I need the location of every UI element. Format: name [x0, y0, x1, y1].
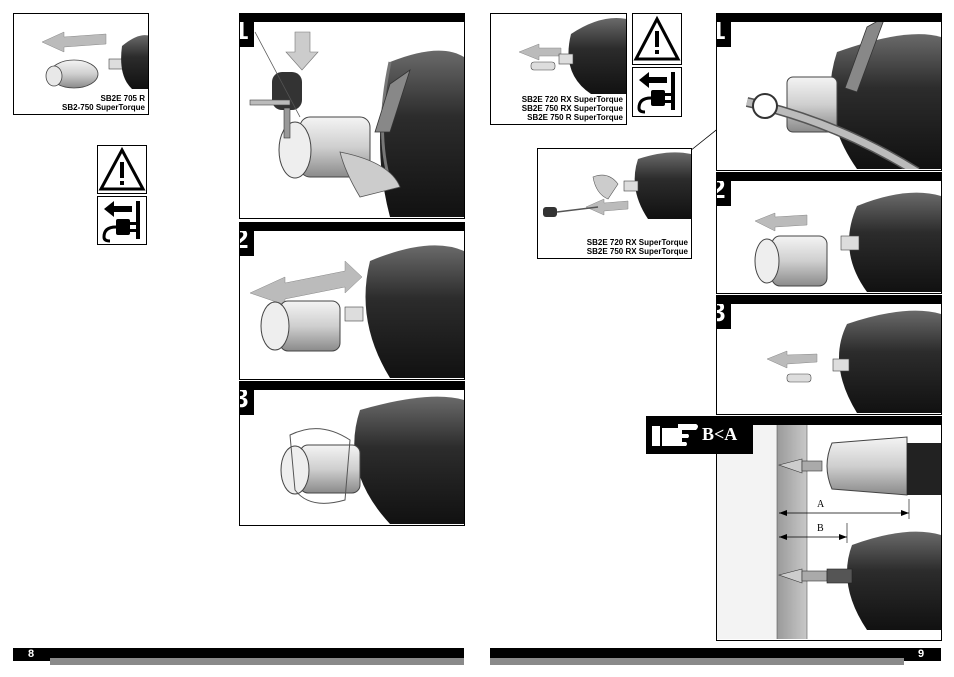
unplug-icon	[637, 72, 675, 114]
drill-chuck-illustration	[41, 31, 148, 89]
step-number: 3	[717, 304, 731, 329]
model-caption: SB2E 720 RX SuperTorque SB2E 750 RX Supe…	[586, 238, 688, 256]
dimension-label-b: B	[817, 523, 824, 534]
step-number: 1	[717, 22, 731, 47]
dimension-label-a: A	[817, 499, 825, 510]
double-arrow-graphic	[249, 260, 363, 306]
chuck-key-loosening-illustration	[249, 31, 464, 217]
footer-stripe	[490, 658, 904, 665]
chuck-unscrewing-illustration	[280, 396, 464, 524]
footer-stripe	[50, 658, 464, 665]
pointing-hand-icon	[652, 424, 698, 446]
tip-badge: B<A	[646, 416, 753, 454]
step-number: 1	[240, 22, 254, 47]
step-number: 2	[240, 231, 254, 256]
left-step-3-figure: 3	[239, 381, 465, 526]
warning-icon-box	[632, 13, 682, 65]
tip-text: B<A	[702, 424, 738, 444]
warning-icon-box	[97, 145, 147, 194]
step-number: 3	[240, 390, 254, 415]
drill-bit-insert-illustration	[518, 18, 626, 94]
bit-holder-overview-figure: SB2E 720 RX SuperTorque SB2E 750 RX Supe…	[490, 13, 627, 125]
screw-removal-illustration	[543, 152, 691, 219]
warning-icon	[633, 15, 681, 61]
double-arrow-graphic	[41, 31, 107, 53]
screw-depth-diagram	[717, 425, 941, 639]
wood-board	[777, 425, 807, 639]
right-step-1-figure: 1	[716, 13, 942, 171]
bit-holder-detail-figure: SB2E 720 RX SuperTorque SB2E 750 RX Supe…	[537, 148, 692, 259]
right-step-2-figure: 2	[716, 172, 942, 294]
bit-insert-illustration	[766, 310, 941, 413]
spanner-chuck-release-illustration	[745, 22, 941, 169]
page-number: 9	[918, 648, 925, 660]
step-number: 2	[717, 181, 731, 206]
unplug-icon	[102, 201, 140, 243]
left-step-2-figure: 2	[239, 222, 465, 380]
left-step-1-figure: 1	[239, 13, 465, 219]
footer-bar	[490, 648, 941, 661]
page-number: 8	[28, 648, 35, 660]
screw-depth-figure: A B	[716, 416, 942, 641]
unplug-icon-box	[632, 67, 682, 117]
unplug-icon-box	[97, 196, 147, 245]
right-step-3-figure: 3	[716, 295, 942, 415]
chuck-removal-overview-figure: SB2E 705 R SB2-750 SuperTorque	[13, 13, 149, 115]
footer-bar	[13, 648, 464, 661]
warning-icon	[98, 146, 146, 191]
chuck-pull-off-illustration	[754, 192, 941, 292]
model-caption: SB2E 720 RX SuperTorque SB2E 750 RX Supe…	[521, 95, 623, 122]
chuck-removal-illustration	[249, 245, 464, 378]
model-caption: SB2E 705 R SB2-750 SuperTorque	[62, 94, 145, 112]
